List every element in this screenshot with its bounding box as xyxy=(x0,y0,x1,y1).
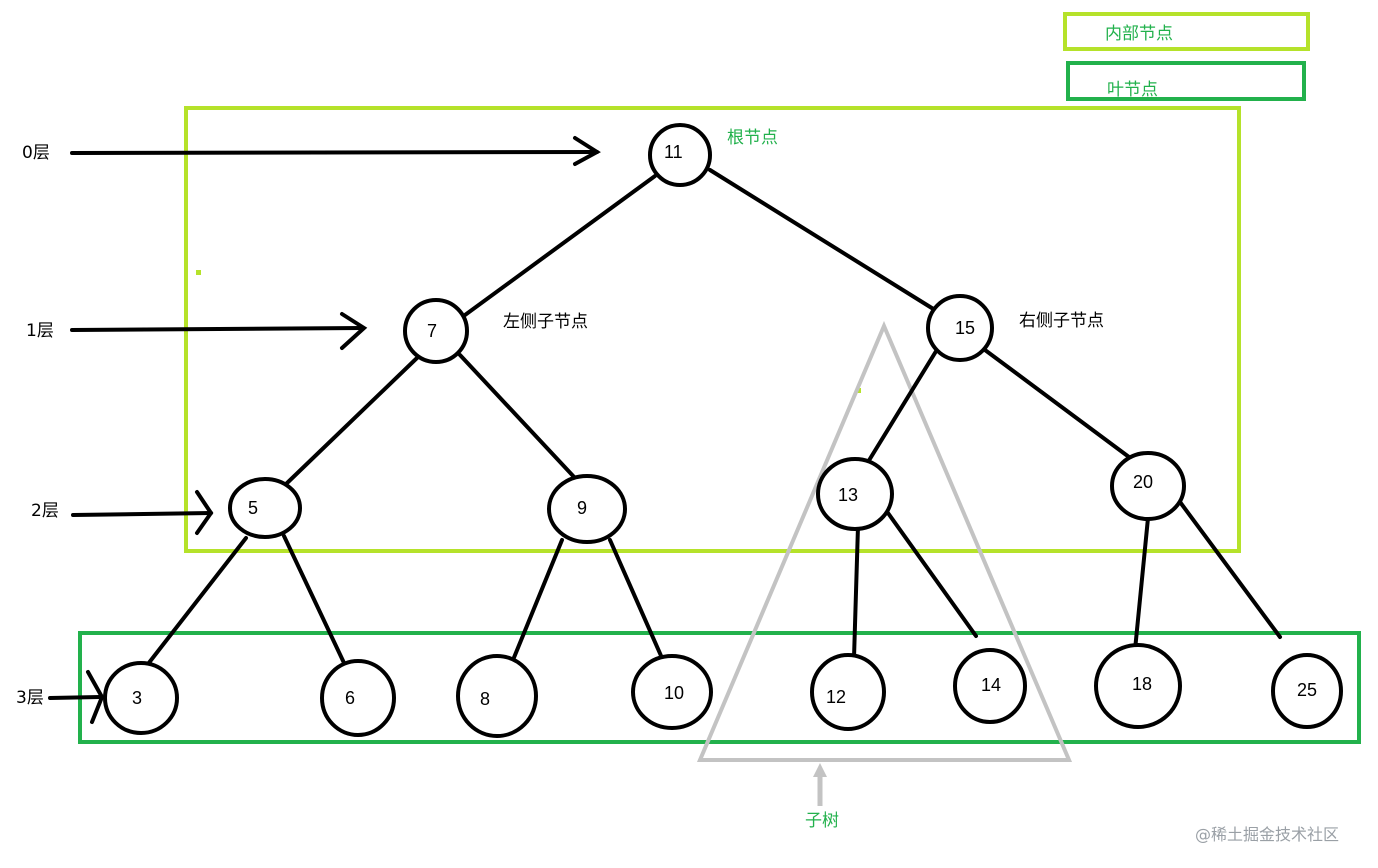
leaf-nodes-region xyxy=(78,631,1361,744)
edge-11-15 xyxy=(708,168,937,312)
node-10-label: 10 xyxy=(664,683,684,703)
node-12-label: 12 xyxy=(826,687,846,707)
edge-20-18 xyxy=(1133,516,1150,652)
node-18-label: 18 xyxy=(1132,674,1152,694)
node-10: 10 xyxy=(631,654,713,730)
node-15: 15 xyxy=(926,294,994,362)
level-0-label: 0层 xyxy=(22,143,50,163)
node-6: 6 xyxy=(320,659,396,737)
level-1-arrowhead xyxy=(340,312,368,350)
node-25-label: 25 xyxy=(1297,680,1317,700)
edge-7-5 xyxy=(283,355,420,487)
tree-edges xyxy=(146,168,1282,667)
node-14: 14 xyxy=(953,648,1027,724)
edge-20-25 xyxy=(1178,500,1282,639)
root-annotation: 根节点 xyxy=(727,128,778,148)
level-3-arrowhead xyxy=(86,670,105,724)
node-14-label: 14 xyxy=(981,675,1001,695)
edge-9-10 xyxy=(608,538,664,660)
stray-dot xyxy=(196,270,201,275)
right-child-annotation: 右侧子节点 xyxy=(1019,311,1104,331)
node-12: 12 xyxy=(810,653,886,731)
legend-leaf-label: 叶节点 xyxy=(1107,80,1158,100)
watermark: @稀土掘金技术社区 xyxy=(1195,825,1339,844)
node-7-label: 7 xyxy=(427,321,437,341)
level-0-arrowhead xyxy=(573,136,601,166)
node-20: 20 xyxy=(1110,451,1186,521)
level-2-arrowhead xyxy=(195,490,214,535)
subtree-arrow xyxy=(813,763,827,806)
edge-15-20 xyxy=(983,348,1135,462)
subtree-label: 子树 xyxy=(805,811,839,831)
level-arrows xyxy=(48,136,601,724)
level-0-arrow xyxy=(70,150,599,155)
node-18: 18 xyxy=(1094,643,1182,729)
node-8: 8 xyxy=(456,654,538,738)
edge-7-9 xyxy=(458,353,577,480)
node-13: 13 xyxy=(816,457,894,531)
node-9-label: 9 xyxy=(577,498,587,518)
node-3-label: 3 xyxy=(132,688,142,708)
level-3-label: 3层 xyxy=(16,688,44,708)
legend-internal-label: 内部节点 xyxy=(1105,24,1173,44)
node-5: 5 xyxy=(228,477,302,539)
edge-15-13 xyxy=(866,346,940,464)
node-25: 25 xyxy=(1271,653,1343,729)
edge-9-8 xyxy=(511,538,564,662)
tree-nodes: 11 7 15 5 9 13 20 3 xyxy=(103,123,1343,738)
node-3: 3 xyxy=(103,661,179,735)
edge-13-14 xyxy=(886,511,978,638)
node-8-label: 8 xyxy=(480,689,490,709)
node-20-label: 20 xyxy=(1133,472,1153,492)
level-2-arrow xyxy=(71,511,213,517)
node-11-label: 11 xyxy=(664,142,683,162)
level-1-arrow xyxy=(70,326,365,332)
legend-internal-box xyxy=(1063,12,1310,51)
edge-11-7 xyxy=(463,174,657,317)
legend: 内部节点 叶节点 xyxy=(1063,12,1310,101)
node-7: 7 xyxy=(403,298,469,364)
edge-5-6 xyxy=(282,534,347,667)
node-6-label: 6 xyxy=(345,688,355,708)
node-5-label: 5 xyxy=(248,498,258,518)
level-1-label: 1层 xyxy=(26,321,54,341)
level-2-label: 2层 xyxy=(31,501,59,521)
node-11: 11 xyxy=(648,123,712,187)
legend-leaf-box xyxy=(1066,61,1306,101)
level-3-arrow xyxy=(48,695,102,700)
edge-13-12 xyxy=(852,524,860,660)
subtree-triangle xyxy=(696,320,1073,762)
left-child-annotation: 左侧子节点 xyxy=(503,312,588,332)
node-9: 9 xyxy=(547,474,627,544)
edge-5-3 xyxy=(146,536,248,666)
node-13-label: 13 xyxy=(838,485,858,505)
node-15-label: 15 xyxy=(955,318,975,338)
